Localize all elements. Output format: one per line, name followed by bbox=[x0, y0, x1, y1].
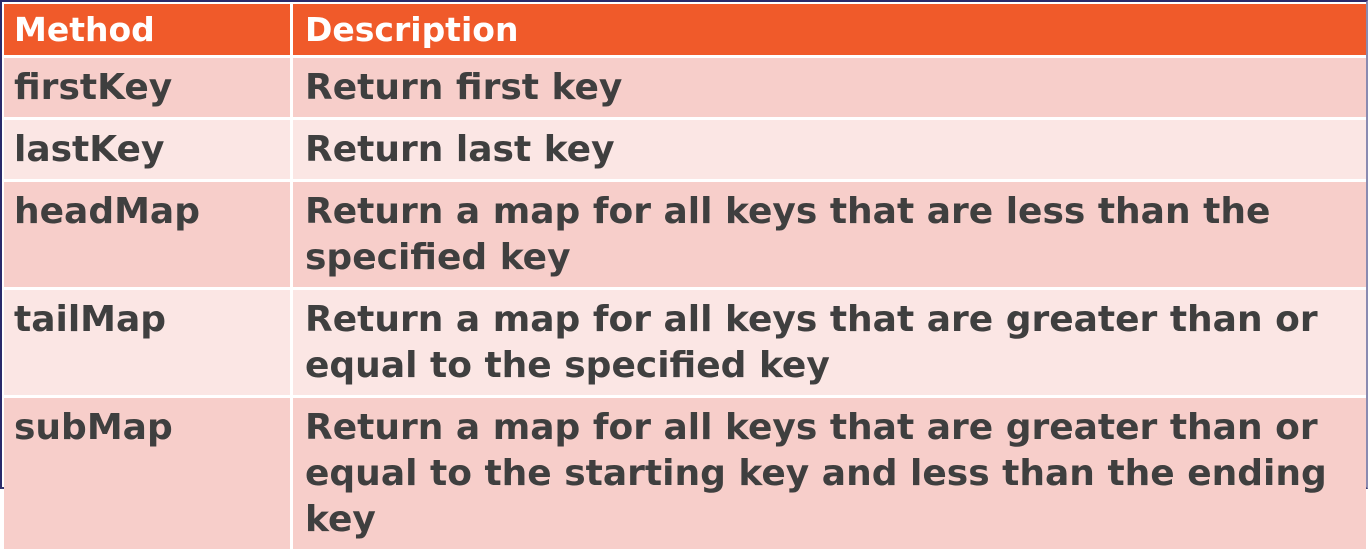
method-cell: subMap bbox=[4, 395, 290, 549]
table-row: lastKey Return last key bbox=[4, 117, 1366, 179]
table-row: firstKey Return first key bbox=[4, 55, 1366, 117]
table-row: subMap Return a map for all keys that ar… bbox=[4, 395, 1366, 549]
method-cell: firstKey bbox=[4, 55, 290, 117]
method-cell: lastKey bbox=[4, 117, 290, 179]
description-cell: Return a map for all keys that are great… bbox=[290, 395, 1366, 549]
methods-table: Method Description firstKey Return first… bbox=[4, 4, 1366, 549]
description-cell: Return a map for all keys that are less … bbox=[290, 179, 1366, 287]
description-cell: Return last key bbox=[290, 117, 1366, 179]
method-cell: tailMap bbox=[4, 287, 290, 395]
table-header-row: Method Description bbox=[4, 4, 1366, 55]
column-header-description: Description bbox=[290, 4, 1366, 55]
column-header-method: Method bbox=[4, 4, 290, 55]
description-cell: Return first key bbox=[290, 55, 1366, 117]
description-cell: Return a map for all keys that are great… bbox=[290, 287, 1366, 395]
table-row: tailMap Return a map for all keys that a… bbox=[4, 287, 1366, 395]
table-row: headMap Return a map for all keys that a… bbox=[4, 179, 1366, 287]
method-cell: headMap bbox=[4, 179, 290, 287]
